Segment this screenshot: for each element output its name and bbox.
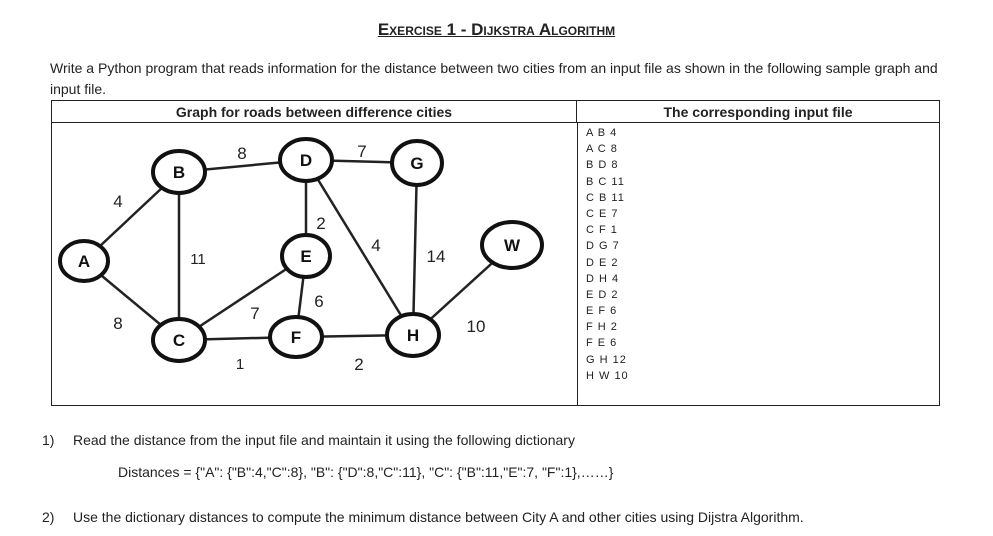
node-d: [278, 137, 334, 183]
road-graph: 4 8 11 8 7 1 2 7 4 6 2 14 10 A B: [58, 137, 544, 374]
input-file-lines: A B 4 A C 8 B D 8 B C 11 C B 11 C E 7 C …: [586, 125, 629, 384]
node-label-f: F: [291, 328, 301, 347]
input-line: D E 2: [586, 256, 619, 269]
node-w: [480, 220, 544, 270]
question-number: 1): [42, 432, 55, 448]
input-line: C B 11: [586, 191, 625, 204]
input-line: B D 8: [586, 159, 619, 172]
input-line: B C 11: [586, 175, 625, 188]
edge-label-bc: 11: [190, 251, 206, 268]
graph-column-header: Graph for roads between difference citie…: [52, 101, 577, 123]
distances-dictionary: Distances = {"A": {"B":4,"C":8}, "B": {"…: [118, 464, 614, 480]
node-b: [151, 149, 207, 195]
column-divider: [577, 123, 578, 405]
exercise-title: Exercise 1 - Dijkstra Algorithm: [0, 20, 993, 40]
edge-label-fh: 2: [354, 355, 363, 374]
question-text: Use the dictionary distances to compute …: [73, 509, 804, 525]
edge-label-gh: 14: [427, 247, 446, 266]
input-file-column-header: The corresponding input file: [577, 101, 939, 123]
input-line: G H 12: [586, 353, 627, 366]
graph-table: Graph for roads between difference citie…: [51, 100, 940, 406]
exercise-label: Exercise 1: [377, 20, 457, 39]
title-separator: -: [456, 20, 472, 39]
input-line: H W 10: [586, 369, 629, 382]
input-line: E D 2: [586, 288, 619, 301]
question-text: Read the distance from the input file an…: [73, 432, 575, 448]
exercise-topic: Dijkstra Algorithm: [471, 20, 616, 39]
edge-labels: 4 8 11 8 7 1 2 7 4 6 2 14 10: [113, 142, 485, 374]
question-number: 2): [42, 509, 55, 525]
edge-label-dh: 4: [371, 236, 380, 255]
node-f: [268, 315, 324, 359]
node-label-g: G: [410, 154, 423, 173]
input-line: E F 6: [586, 305, 618, 318]
input-line: A C 8: [586, 143, 618, 156]
node-label-w: W: [504, 236, 521, 255]
input-line: F E 6: [586, 337, 618, 350]
node-e: [280, 233, 332, 279]
input-line: D G 7: [586, 240, 620, 253]
node-labels: A B C D E F G H W: [78, 151, 521, 350]
edge-label-de: 2: [316, 214, 325, 233]
edge-g-h: [411, 162, 419, 336]
question-2: 2) Use the dictionary distances to comput…: [42, 509, 804, 525]
edge-label-bd: 8: [237, 144, 246, 163]
node-label-e: E: [300, 247, 311, 266]
node-label-c: C: [173, 331, 185, 350]
input-line: A B 4: [586, 127, 618, 139]
graph-nodes: [58, 137, 544, 363]
node-label-d: D: [300, 151, 312, 170]
node-label-b: B: [173, 163, 185, 182]
edge-label-hw: 10: [467, 317, 486, 336]
input-line: F H 2: [586, 321, 618, 334]
edge-label-dg: 7: [357, 142, 366, 161]
edge-label-cf: 1: [236, 356, 244, 373]
intro-paragraph: Write a Python program that reads inform…: [50, 60, 938, 97]
input-line: D H 4: [586, 272, 620, 285]
edge-label-ac: 8: [113, 314, 122, 333]
input-line: C F 1: [586, 224, 618, 237]
question-1: 1) Read the distance from the input file …: [42, 432, 575, 448]
node-h: [385, 312, 441, 358]
edge-label-ef: 6: [314, 292, 323, 311]
node-label-h: H: [407, 326, 419, 345]
edge-d-h: [304, 159, 415, 336]
edge-label-ce: 7: [250, 304, 259, 323]
edge-label-ab: 4: [113, 192, 122, 211]
node-a: [58, 239, 110, 283]
node-c: [151, 317, 207, 363]
input-line: C E 7: [586, 207, 619, 220]
node-g: [390, 139, 444, 187]
node-label-a: A: [78, 252, 90, 271]
